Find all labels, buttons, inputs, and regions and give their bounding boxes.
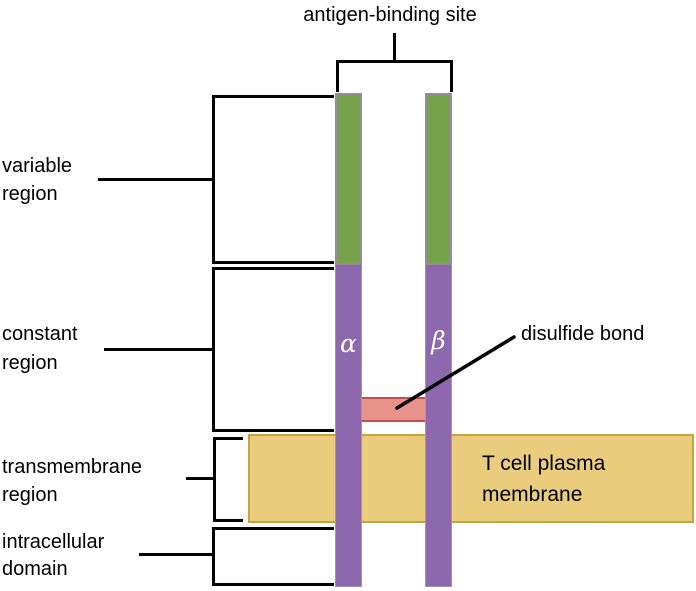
plasma-membrane [248, 434, 694, 523]
transmembrane-bracket-bottom-arm [213, 519, 243, 522]
transmembrane-region-label: transmembrane region [2, 456, 143, 506]
antigen-binding-bracket-left-drop [336, 60, 339, 92]
constant-region-bracket-bottom-arm [212, 429, 334, 432]
constant-region-bracket-top-arm [212, 267, 334, 270]
antigen-binding-bracket-right-drop [450, 60, 453, 92]
constant-region-label: constant region [2, 323, 78, 374]
beta-variable-region [425, 93, 452, 265]
disulfide-bond-label: disulfide bond [521, 323, 645, 345]
disulfide-bond [352, 397, 434, 422]
constant-region-connector [104, 348, 214, 351]
variable-region-connector [98, 178, 214, 181]
variable-region-bracket-top-arm [212, 95, 334, 98]
intracellular-domain-label: intracellular domain [2, 531, 105, 580]
antigen-binding-site-label: antigen-binding site [303, 4, 477, 26]
antigen-binding-stem-line [393, 33, 396, 61]
intracellular-domain-bracket [212, 527, 215, 586]
alpha-variable-region [335, 93, 362, 265]
intracellular-bracket-bottom-arm [212, 583, 334, 586]
transmembrane-bracket-top-arm [213, 437, 243, 440]
alpha-chain-symbol: α [340, 329, 357, 358]
intracellular-bracket-top-arm [212, 527, 334, 530]
intracellular-domain-connector [139, 553, 214, 556]
variable-region-bracket-bottom-arm [212, 261, 334, 264]
transmembrane-region-connector [186, 477, 215, 480]
membrane-label: T cell plasma membrane [482, 452, 606, 506]
antigen-binding-bracket [336, 60, 453, 63]
beta-chain-symbol: β [431, 326, 446, 355]
variable-region-label: variable region [2, 155, 73, 205]
